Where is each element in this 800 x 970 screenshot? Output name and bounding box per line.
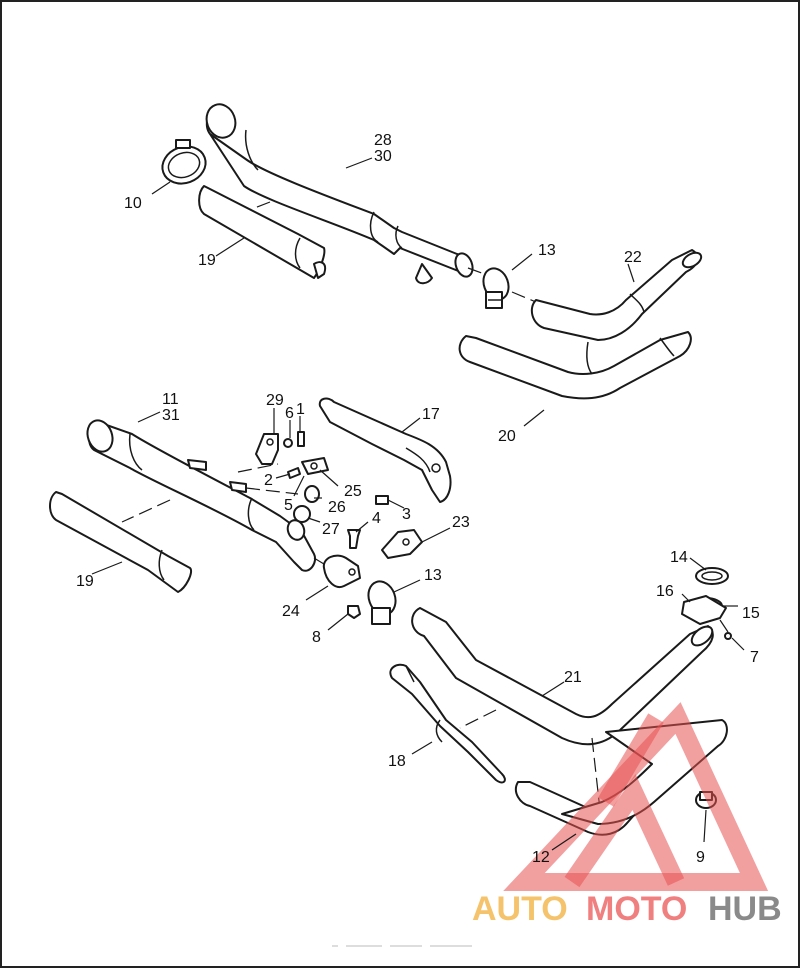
callout-28: 28	[374, 132, 392, 149]
bushing-26	[304, 485, 320, 503]
callout-6: 6	[285, 405, 294, 422]
callout-27: 27	[322, 521, 340, 538]
nut-7	[724, 632, 732, 640]
exhaust-clamp-upper	[482, 267, 510, 309]
callout-4: 4	[372, 510, 381, 527]
watermark-auto: AUTO	[472, 890, 568, 928]
heat-shield-upper	[198, 185, 326, 279]
screw-2	[287, 467, 301, 479]
heat-shield-lower	[49, 491, 192, 593]
callout-31: 31	[162, 407, 180, 424]
callout-2: 2	[264, 472, 273, 489]
callout-25: 25	[344, 483, 362, 500]
callout-16: 16	[656, 583, 674, 600]
callout-1: 1	[296, 401, 305, 418]
callout-19-upper: 19	[198, 252, 216, 269]
callout-12: 12	[532, 849, 550, 866]
bracket-23	[381, 529, 423, 559]
callout-19-lower: 19	[76, 573, 94, 590]
callout-10: 10	[124, 195, 142, 212]
callout-24: 24	[282, 603, 300, 620]
callout-5: 5	[284, 497, 293, 514]
callout-21: 21	[564, 669, 582, 686]
callout-7: 7	[750, 649, 759, 666]
callout-18: 18	[388, 753, 406, 770]
callout-3: 3	[402, 506, 411, 523]
exhaust-clamp-lower	[367, 580, 397, 625]
header-pipe-22	[530, 249, 703, 341]
gasket-14	[695, 567, 729, 585]
flange-16	[681, 595, 727, 625]
set-screw-3	[375, 495, 389, 505]
nut-8	[347, 605, 361, 619]
watermark-logo	[503, 702, 769, 891]
mount-bracket-17	[318, 397, 452, 503]
callout-22: 22	[624, 249, 642, 266]
callout-labels: 28 30 10 19 13 22 20 11 31 29 6 1 17 2 2…	[76, 132, 760, 866]
muffler-clamp-24	[322, 554, 361, 588]
callout-8: 8	[312, 629, 321, 646]
heat-shield-18	[389, 663, 506, 784]
callout-29: 29	[266, 392, 284, 409]
o-ring-27	[293, 505, 311, 523]
callout-13-upper: 13	[538, 242, 556, 259]
screw-1	[297, 431, 305, 447]
callout-15: 15	[742, 605, 760, 622]
washer-6	[283, 438, 293, 448]
callout-13-lower: 13	[424, 567, 442, 584]
upper-muffler	[205, 103, 474, 285]
callout-23: 23	[452, 514, 470, 531]
callout-20: 20	[498, 428, 516, 445]
leader-lines	[91, 157, 745, 851]
callout-14: 14	[670, 549, 688, 566]
heat-shield-20	[458, 331, 692, 400]
bracket-29	[255, 433, 279, 465]
watermark-moto: MOTO	[586, 890, 687, 928]
plate-25	[301, 457, 329, 475]
callout-30: 30	[374, 148, 392, 165]
callout-11: 11	[162, 391, 179, 408]
hose-clamp-upper	[161, 139, 207, 185]
watermark-hub: HUB	[708, 890, 782, 928]
callout-9: 9	[696, 849, 705, 866]
lower-muffler	[86, 419, 316, 572]
bolt-4	[347, 529, 361, 549]
callout-26: 26	[328, 499, 346, 516]
watermark-text: AUTO MOTO HUB	[472, 890, 782, 928]
callout-17: 17	[422, 406, 440, 423]
